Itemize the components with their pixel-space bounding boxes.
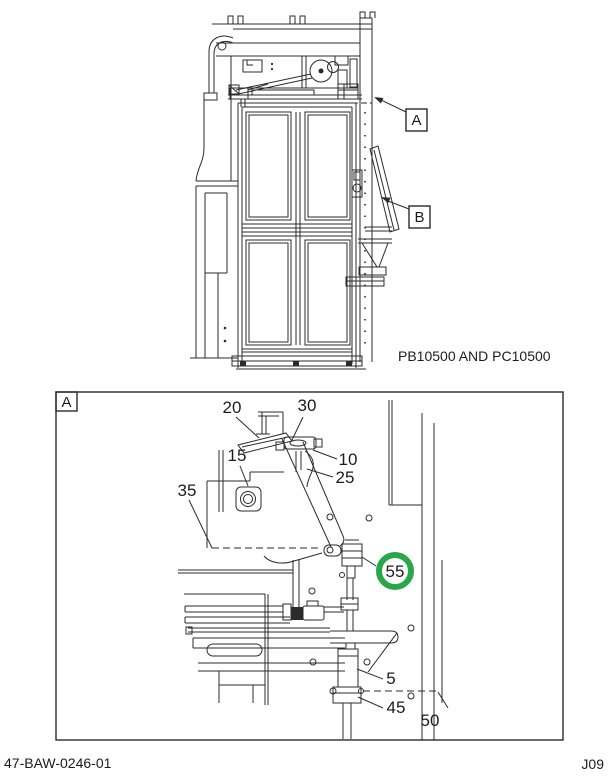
rivet-dot bbox=[270, 67, 274, 71]
ref-label-a: A bbox=[411, 112, 421, 129]
cab-left-contour bbox=[190, 56, 238, 359]
highlight-ring-55 bbox=[376, 552, 414, 590]
ref-box-a bbox=[405, 108, 428, 132]
cross-tube bbox=[330, 630, 399, 644]
ref-box-b bbox=[408, 205, 431, 229]
callout-55: 55 bbox=[386, 562, 405, 581]
callout-35: 35 bbox=[178, 481, 197, 500]
arrowhead-b bbox=[381, 197, 391, 204]
panel-dot bbox=[223, 326, 227, 330]
hose-clamp-block bbox=[291, 607, 303, 620]
detail-corner-label: A bbox=[61, 394, 71, 411]
leader-lines bbox=[188, 416, 449, 709]
callout-5: 5 bbox=[386, 669, 395, 688]
callout-25: 25 bbox=[336, 468, 355, 487]
detail-figure: A bbox=[55, 391, 564, 741]
callout-20: 20 bbox=[223, 398, 242, 417]
ref-label-b: B bbox=[414, 209, 424, 226]
body-panel-edges bbox=[388, 400, 443, 740]
round-sleeve bbox=[206, 643, 263, 657]
doc-number: 47-BAW-0246-01 bbox=[4, 755, 112, 771]
window-panes-outer bbox=[245, 111, 351, 346]
view-ref-b: B bbox=[381, 197, 431, 229]
arrowhead-a bbox=[374, 97, 384, 104]
lower-tubes bbox=[178, 560, 399, 705]
page-code: J09 bbox=[581, 756, 604, 772]
sill-feet bbox=[240, 361, 352, 366]
grommet bbox=[235, 486, 262, 512]
support-bracket bbox=[206, 438, 345, 564]
detail-border bbox=[55, 391, 564, 741]
window-panes-inner bbox=[248, 114, 348, 343]
upper-figure: A B PB10500 AND PC10500 bbox=[190, 11, 551, 370]
callout-45: 45 bbox=[387, 698, 406, 717]
wiper-motor-assembly bbox=[228, 55, 358, 95]
panel-dot bbox=[223, 339, 227, 343]
callout-10: 10 bbox=[339, 450, 358, 469]
footer: 47-BAW-0246-01 J09 bbox=[4, 755, 604, 772]
hose-valve-stack bbox=[332, 539, 363, 739]
callouts: 20 30 15 10 25 35 55 5 45 50 bbox=[178, 396, 440, 730]
rear-window-frame bbox=[231, 102, 366, 370]
callout-50: 50 bbox=[421, 711, 440, 730]
rivet-dot bbox=[270, 62, 274, 66]
detail-corner-box bbox=[55, 391, 78, 412]
roof-rails bbox=[212, 11, 376, 362]
figure-caption: PB10500 AND PC10500 bbox=[398, 348, 551, 364]
callout-15: 15 bbox=[228, 446, 247, 465]
bracket-hole bbox=[217, 41, 227, 51]
diagonal-bar bbox=[345, 145, 400, 287]
callout-30: 30 bbox=[298, 396, 317, 415]
roof-inner-notch bbox=[242, 59, 263, 73]
post-latch-box bbox=[351, 169, 363, 198]
view-ref-a: A bbox=[374, 97, 428, 132]
